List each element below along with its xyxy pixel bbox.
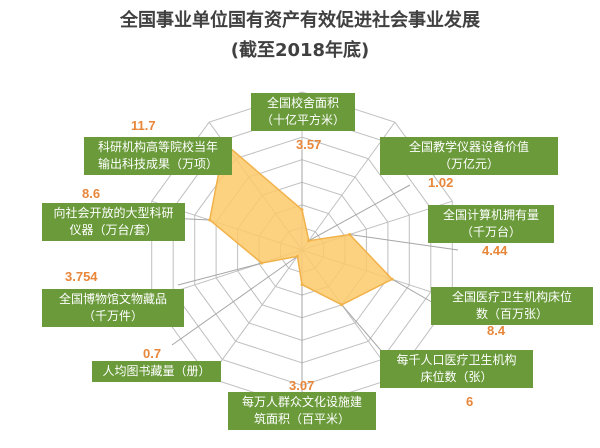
data-point-2: [348, 233, 352, 236]
value-label-9: 11.7: [131, 118, 156, 133]
chart-title: 全国事业单位国有资产有效促进社会事业发展: [120, 10, 480, 31]
axis-label-9: 科研机构高等院校当年 输出科技成果（万项）: [84, 137, 232, 175]
axis-label-0: 全国校舍面积 （十亿平方米）: [251, 93, 355, 131]
axis-label-8: 向社会开放的大型科研 仪器（万台/套）: [42, 203, 185, 241]
leader-line-2: [349, 234, 459, 251]
data-area: [208, 141, 394, 307]
value-label-0: 3.57: [296, 137, 322, 152]
data-point-7: [260, 261, 264, 265]
leader-line-1: [308, 184, 411, 242]
axis-label-1: 全国教学仪器设备价值 （万亿元）: [380, 137, 558, 175]
axis-label-3: 全国医疗卫生机构床位 数（百万张）: [431, 287, 593, 325]
value-label-3: 8.4: [487, 323, 506, 338]
leader-line-7: [177, 262, 262, 286]
data-point-3: [390, 277, 394, 281]
value-label-8: 8.6: [82, 186, 101, 201]
leader-line-3: [391, 278, 438, 306]
axis-label-6: 人均图书藏量（册）: [92, 361, 221, 382]
data-point-8: [208, 218, 212, 222]
data-point-1: [307, 239, 311, 243]
data-point-5: [300, 283, 304, 287]
leader-lines: [167, 142, 459, 400]
value-label-5: 3.07: [289, 378, 315, 393]
value-label-2: 4.44: [482, 243, 508, 258]
value-label-1: 1.02: [428, 175, 454, 190]
axis-label-2: 全国计算机拥有量 （千万台）: [428, 205, 554, 243]
data-point-0: [300, 208, 304, 212]
value-label-4: 6: [466, 394, 474, 409]
chart-subtitle: (截至2018年底): [230, 40, 370, 61]
data-point-6: [295, 254, 299, 258]
data-point-4: [340, 303, 344, 307]
series-area: [208, 141, 394, 306]
value-label-6: 0.7: [143, 346, 162, 361]
axis-label-5: 每万人群众文化设施建 筑面积（百平米）: [228, 392, 376, 430]
grid-spoke-1: [301, 121, 396, 251]
axis-label-4: 每千人口医疗卫生机构 床位数（张）: [380, 350, 533, 388]
axis-label-7: 全国博物馆文物藏品 （千万件）: [42, 289, 184, 327]
leader-line-6: [171, 255, 298, 346]
grid-spoke-6: [208, 249, 303, 379]
value-label-7: 3.754: [65, 269, 98, 284]
